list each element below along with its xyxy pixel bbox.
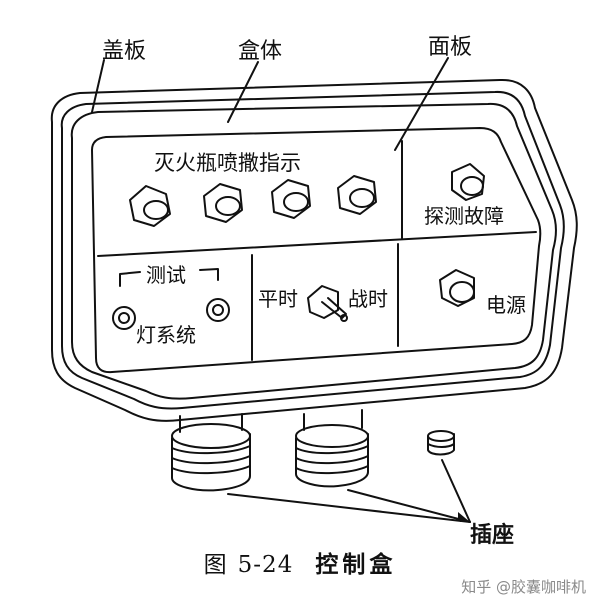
panel-leader-line: [394, 57, 449, 151]
cover-plate-outline: [50, 78, 578, 422]
socket-leader-line-right: [441, 459, 471, 523]
test-lamp-right: [206, 298, 230, 322]
power-label: 电源: [486, 293, 526, 317]
detect-fault-label: 探测故障: [424, 204, 504, 228]
cover-leader-line: [91, 59, 105, 113]
test-label: 测试: [146, 263, 186, 287]
test-bracket-left: [119, 271, 141, 287]
mode-toggle-switch[interactable]: [307, 285, 348, 322]
wartime-label: 战时: [348, 287, 388, 311]
panel-divider-horizontal: [97, 231, 537, 257]
indicator-lamp-2: [203, 183, 243, 223]
sockets-label: 插座: [470, 522, 514, 548]
figure-title: 控制盒: [315, 551, 397, 578]
face-panel-outline: [91, 127, 542, 374]
test-bracket-right: [199, 268, 219, 281]
socket-left: [171, 413, 251, 492]
body-label: 盒体: [238, 39, 282, 64]
indicator-lamp-1: [129, 185, 171, 227]
fault-indicator-lamp: [451, 163, 485, 201]
panel-label: 面板: [428, 35, 472, 60]
body-leader-line: [227, 61, 259, 123]
socket-middle: [295, 409, 369, 488]
indicator-lamp-3: [271, 179, 311, 219]
figure-prefix: 图: [203, 552, 228, 578]
peacetime-label: 平时: [258, 287, 298, 311]
lamp-system-label: 灯系统: [136, 323, 196, 347]
figure-number: 5-24: [237, 552, 294, 578]
cover-label: 盖板: [102, 39, 146, 64]
watermark: 知乎 @胶囊咖啡机: [461, 578, 586, 596]
test-lamp-left: [112, 306, 136, 330]
indicator-lamp-4: [337, 175, 377, 215]
socket-right: [427, 430, 455, 456]
socket-leader-line-middle: [347, 489, 471, 523]
power-indicator-lamp: [439, 269, 475, 307]
figure-caption: 图 5-24 控制盒: [0, 545, 600, 579]
box-body-outline: [70, 102, 557, 400]
socket-leader-line-left: [227, 493, 471, 523]
extinguisher-indicator-label: 灭火瓶喷撒指示: [154, 151, 301, 175]
